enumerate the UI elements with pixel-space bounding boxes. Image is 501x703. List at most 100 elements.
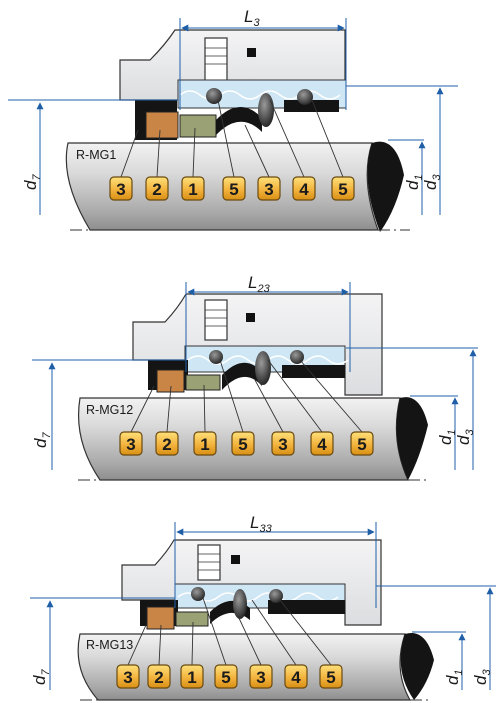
leader-lines [120, 99, 344, 178]
threaded-pin [197, 544, 221, 581]
part-badge: 4 [284, 664, 308, 689]
svg-text:4: 4 [299, 180, 309, 199]
o-ring-2 [269, 589, 283, 603]
d1-label: d1 [443, 669, 465, 685]
d3-label: d3 [454, 429, 476, 445]
length-main: L [244, 7, 253, 26]
part-badge: 5 [331, 176, 355, 201]
part-badge: 5 [214, 664, 238, 689]
d7-label: d7 [31, 432, 53, 448]
part-badge: 1 [181, 176, 205, 201]
copper-face [145, 111, 179, 139]
seal-diagram-1: L3 d7 d1 d3 R-MG1 3 2 1 5 3 4 5 [8, 7, 458, 232]
part-badge: 5 [319, 664, 343, 689]
dimension-lines [30, 522, 496, 690]
part-badge: 5 [231, 431, 255, 456]
part-badge: 2 [147, 664, 171, 689]
model-label: R-MG1 [76, 148, 116, 162]
bellows [222, 362, 262, 390]
length-label: L23 [248, 273, 271, 295]
svg-text:4: 4 [317, 435, 327, 454]
black-sleeve [268, 600, 345, 614]
svg-text:5: 5 [229, 180, 238, 199]
svg-text:3: 3 [123, 668, 132, 687]
svg-text:2: 2 [154, 668, 163, 687]
threaded-pin [204, 37, 228, 84]
part-badge: 3 [271, 431, 295, 456]
svg-text:3: 3 [116, 180, 125, 199]
svg-text:5: 5 [238, 435, 247, 454]
shaft-end-cap [367, 141, 404, 232]
part-badge: 2 [145, 176, 169, 201]
set-screw [231, 555, 240, 564]
d7-label: d7 [30, 669, 52, 685]
model-label: R-MG13 [86, 638, 133, 652]
d1-label: d1 [403, 174, 425, 190]
part-badge: 3 [119, 431, 143, 456]
copper-face [146, 606, 175, 630]
set-screw [246, 313, 255, 322]
o-ring-1 [209, 350, 223, 364]
shaft-end-cap [396, 397, 428, 480]
svg-text:5: 5 [338, 180, 347, 199]
leader-lines [127, 597, 332, 666]
dimension-lines [8, 18, 458, 215]
model-label: R-MG12 [86, 403, 133, 417]
svg-text:5: 5 [221, 668, 230, 687]
black-sleeve [282, 365, 345, 378]
svg-text:3: 3 [278, 435, 287, 454]
d3-label: d3 [421, 174, 443, 190]
housing [121, 539, 382, 626]
svg-text:5: 5 [357, 435, 366, 454]
green-face [175, 611, 209, 627]
svg-text:3: 3 [256, 668, 265, 687]
part-badges: 3 2 1 5 3 4 5 [109, 176, 355, 201]
part-badge: 4 [292, 176, 316, 201]
length-label: L33 [250, 513, 273, 535]
length-label: L3 [244, 7, 260, 29]
svg-text:1: 1 [188, 180, 197, 199]
d3-label: d3 [471, 669, 493, 685]
leader-lines [130, 359, 363, 433]
svg-text:5: 5 [326, 668, 335, 687]
green-face [185, 374, 221, 391]
o-ring-1 [191, 587, 205, 601]
set-screw [247, 48, 256, 57]
o-ring-1 [206, 88, 222, 104]
seal-diagram-2: L23 d7 d1 d3 R-MG12 3 2 1 5 3 4 5 [31, 273, 478, 481]
part-badge: 5 [350, 431, 374, 456]
spring-ring [255, 351, 271, 385]
spring-ring [258, 93, 274, 127]
shaft-end-cap [400, 633, 434, 700]
part-badge: 4 [310, 431, 334, 456]
spring-wave [179, 90, 341, 100]
part-badge: 1 [193, 431, 217, 456]
threaded-pin [204, 299, 228, 341]
housing [132, 293, 383, 396]
black-sleeve [284, 100, 339, 112]
part-badge: 3 [249, 664, 273, 689]
part-badge: 3 [116, 664, 140, 689]
seal-diagram-3: L33 d7 d1 d3 R-MG13 3 2 1 5 3 4 5 [30, 513, 496, 701]
svg-text:2: 2 [152, 180, 161, 199]
length-sub: 3 [253, 17, 260, 29]
dimension-lines [32, 282, 478, 470]
part-badges: 3 2 1 5 3 4 5 [116, 664, 343, 689]
svg-text:1: 1 [200, 435, 209, 454]
d7-label: d7 [21, 174, 43, 190]
svg-text:3: 3 [264, 180, 273, 199]
part-badge: 5 [222, 176, 246, 201]
spring-ring [233, 589, 247, 619]
part-badge: 3 [109, 176, 133, 201]
svg-text:1: 1 [187, 668, 196, 687]
green-face [179, 114, 217, 138]
d1-label: d1 [436, 429, 458, 445]
part-badge: 2 [155, 431, 179, 456]
part-badge: 1 [180, 664, 204, 689]
part-badge: 3 [257, 176, 281, 201]
bellows [216, 106, 262, 135]
svg-text:2: 2 [162, 435, 171, 454]
svg-text:3: 3 [126, 435, 135, 454]
part-badges: 3 2 1 5 3 4 5 [119, 431, 374, 456]
